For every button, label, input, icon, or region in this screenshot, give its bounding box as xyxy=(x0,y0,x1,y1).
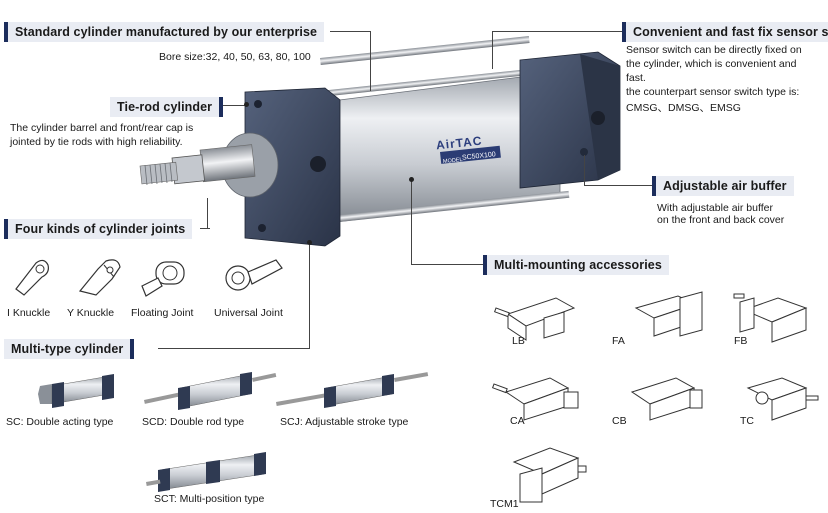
leader-buffer-v xyxy=(584,155,585,185)
mount-label-cb: CB xyxy=(612,415,627,427)
header-tie-rod: Tie-rod cylinder xyxy=(110,97,224,117)
floating-joint-icon xyxy=(141,261,185,297)
buffer-desc-2: on the front and back cover xyxy=(657,214,785,226)
leader-sensor-h xyxy=(492,31,624,32)
mount-label-tc: TC xyxy=(740,415,754,427)
mount-tcm1-icon xyxy=(512,447,587,503)
mount-label-ca: CA xyxy=(510,415,525,427)
leader-multi-h xyxy=(158,348,310,349)
leader-multi-dot xyxy=(307,240,312,245)
joint-label-floating: Floating Joint xyxy=(131,307,194,319)
universal-joint-icon xyxy=(225,259,283,291)
sensor-desc-4: the counterpart sensor switch type is: xyxy=(626,86,800,98)
sct-cylinder-icon xyxy=(146,452,266,492)
leader-standard-v xyxy=(370,31,371,91)
sensor-desc-2: the cylinder, which is convenient and xyxy=(626,58,797,70)
i-knuckle-icon xyxy=(15,259,49,296)
header-mounting: Multi-mounting accessories xyxy=(483,255,669,275)
mount-tc-icon xyxy=(746,377,819,421)
joint-label-i-knuckle: I Knuckle xyxy=(7,307,51,319)
mount-fa-icon xyxy=(634,291,703,337)
scd-cylinder-icon xyxy=(144,372,277,410)
bore-size-text: Bore size:32, 40, 50, 63, 80, 100 xyxy=(159,51,311,63)
header-sensor-switch: Convenient and fast fix sensor switch xyxy=(622,22,828,42)
mount-cb-icon xyxy=(630,377,703,421)
mount-lb-icon xyxy=(493,297,576,341)
leader-mount-v xyxy=(411,180,412,264)
mount-label-lb: LB xyxy=(512,335,525,347)
sensor-desc-5: CMSG、DMSG、EMSG xyxy=(626,102,741,114)
header-cylinder-joints: Four kinds of cylinder joints xyxy=(4,219,193,239)
y-knuckle-icon xyxy=(78,259,121,296)
mount-ca-icon xyxy=(491,377,579,421)
header-multi-type: Multi-type cylinder xyxy=(4,339,135,359)
sensor-desc-1: Sensor switch can be directly fixed on xyxy=(626,44,802,56)
tie-rod-desc-2: jointed by tie rods with high reliabilit… xyxy=(10,136,183,148)
leader-standard xyxy=(330,31,370,32)
model-tag: MODEL xyxy=(442,156,463,166)
mount-fb-icon xyxy=(733,293,808,343)
type-label-sc: SC: Double acting type xyxy=(6,416,114,428)
leader-joints-h xyxy=(200,228,210,229)
leader-mount-dot xyxy=(409,177,414,182)
type-label-scj: SCJ: Adjustable stroke type xyxy=(280,416,409,428)
sensor-desc-3: fast. xyxy=(626,72,646,84)
leader-joints-v xyxy=(207,198,208,228)
scj-cylinder-icon xyxy=(276,372,429,408)
type-label-sct: SCT: Multi-position type xyxy=(154,493,265,505)
leader-sensor-v xyxy=(492,31,493,69)
leader-tieroad-dot xyxy=(244,102,249,107)
joint-label-y-knuckle: Y Knuckle xyxy=(67,307,115,319)
leader-mount-h xyxy=(411,264,483,265)
header-air-buffer: Adjustable air buffer xyxy=(652,176,794,196)
header-standard-cylinder: Standard cylinder manufactured by our en… xyxy=(4,22,325,42)
leader-tieroad xyxy=(217,105,247,106)
buffer-desc-1: With adjustable air buffer xyxy=(657,202,773,214)
mount-label-tcm1: TCM1 xyxy=(490,498,519,510)
mount-label-fb: FB xyxy=(734,335,748,347)
leader-buffer-h xyxy=(584,185,652,186)
leader-multi-v xyxy=(309,242,310,348)
mount-label-fa: FA xyxy=(612,335,625,347)
sc-cylinder-icon xyxy=(38,374,114,408)
type-label-scd: SCD: Double rod type xyxy=(142,416,245,428)
joint-label-universal: Universal Joint xyxy=(214,307,283,319)
tie-rod-desc-1: The cylinder barrel and front/rear cap i… xyxy=(10,122,194,134)
